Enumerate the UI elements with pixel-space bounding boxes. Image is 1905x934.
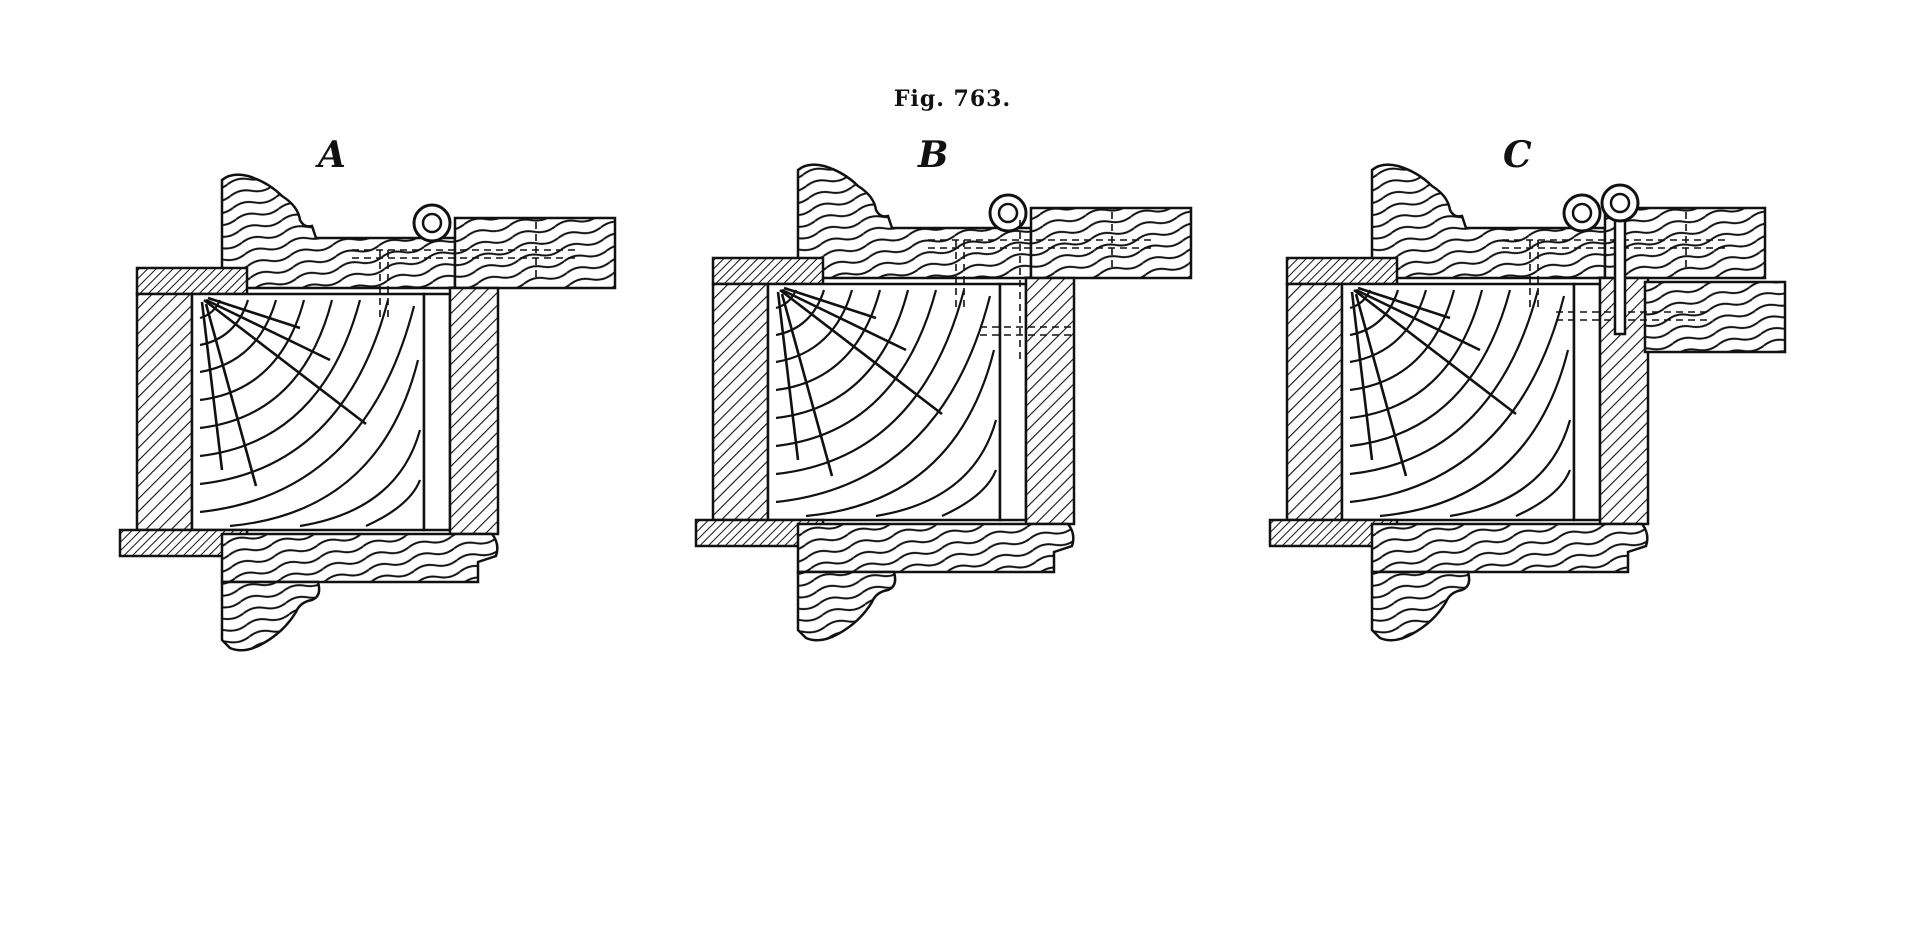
panel-label-a: A	[318, 134, 346, 176]
section-drawing-a	[118, 173, 617, 652]
section-drawing-b	[694, 163, 1193, 642]
section-drawing-c	[1268, 163, 1787, 642]
figure-title: Fig. 763.	[893, 86, 1012, 112]
panel-label-b: B	[918, 134, 949, 176]
panel-label-c: C	[1503, 134, 1532, 176]
